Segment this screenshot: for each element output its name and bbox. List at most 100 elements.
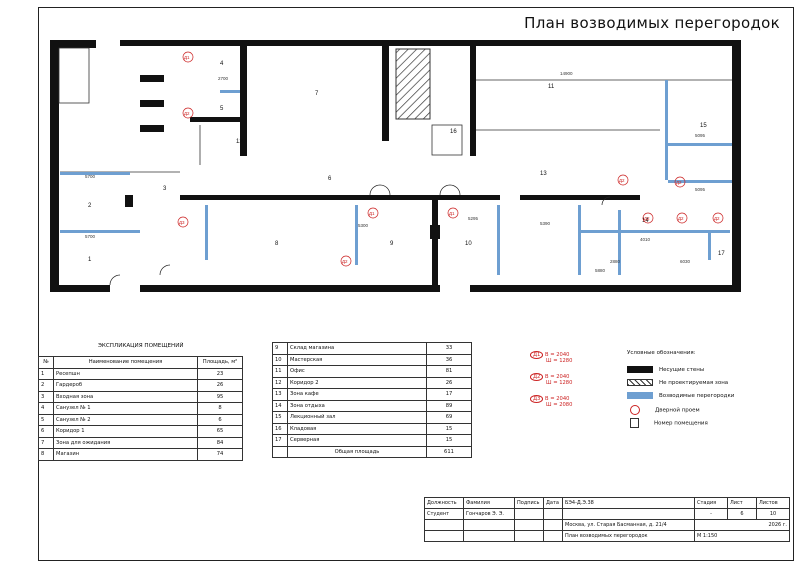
col-header: Наименование помещения [53, 356, 198, 369]
room-label: 15 [700, 123, 707, 129]
room-label: 12 [236, 139, 243, 145]
svg-text:Д3: Д3 [179, 220, 185, 225]
door-tag: Д1 [447, 207, 459, 219]
svg-text:6030: 6030 [680, 259, 691, 264]
svg-text:5295: 5295 [468, 216, 479, 221]
room-label: 11 [548, 84, 555, 90]
door-tag: Д2 [674, 176, 686, 188]
floor-plan: 1 2 3 4 5 6 7 8 9 10 11 12 13 14 15 16 1… [50, 40, 741, 292]
legend-item: Номер помещения [627, 418, 708, 428]
svg-text:14900: 14900 [560, 71, 573, 76]
svg-text:Д1: Д1 [369, 211, 375, 216]
svg-text:Д2: Д2 [619, 178, 625, 183]
hatched-zone [395, 48, 431, 120]
hatch-swatch [627, 379, 653, 386]
door-swings [109, 184, 611, 286]
legend-item: Не проектируемая зона [627, 379, 728, 386]
interior-lines [58, 47, 732, 173]
svg-text:2700: 2700 [218, 76, 229, 81]
room-label: 9 [390, 241, 394, 247]
svg-text:Д2: Д2 [342, 259, 348, 264]
svg-text:5880: 5880 [595, 268, 606, 273]
svg-text:Д1: Д1 [449, 211, 455, 216]
door-tag: Д2 [712, 212, 724, 224]
legend-item: Возводимые перегородки [627, 392, 734, 399]
door-tag: Д1 [182, 51, 194, 63]
svg-text:5390: 5390 [540, 221, 551, 226]
svg-text:Д2: Д2 [678, 216, 684, 221]
svg-text:Д2: Д2 [644, 216, 650, 221]
room-label: 10 [465, 241, 472, 247]
legend-item: Дверной проем [627, 405, 700, 415]
col-header: № [38, 356, 54, 369]
room-label: 5 [220, 106, 224, 112]
door-tag: Д2 [182, 107, 194, 119]
door-tag-icon [630, 405, 640, 415]
svg-text:5095: 5095 [695, 187, 706, 192]
room-labels: 1 2 3 4 5 6 7 8 9 10 11 12 13 14 15 16 1… [88, 61, 725, 263]
door-tag: Д2 [340, 255, 352, 267]
room-label: 7 [315, 91, 319, 97]
svg-text:5700: 5700 [85, 174, 96, 179]
room-label: 4 [220, 61, 224, 67]
room-label: 13 [540, 171, 547, 177]
room-label: 6 [328, 176, 332, 182]
svg-text:Д2: Д2 [184, 111, 190, 116]
drawing-frame [38, 7, 794, 561]
room-label: 16 [450, 129, 457, 135]
svg-text:Д2: Д2 [714, 216, 720, 221]
svg-text:5095: 5095 [695, 133, 706, 138]
svg-text:Д1: Д1 [184, 55, 190, 60]
room-label: 1 [88, 257, 92, 263]
sheet-title: План возводимых перегородок [524, 14, 780, 32]
door-tag: Д1 [367, 207, 379, 219]
room-label: 17 [718, 251, 725, 257]
partition-swatch [627, 392, 653, 399]
legend-title: Условные обозначения: [627, 350, 696, 356]
load-bearing-walls [50, 40, 741, 292]
svg-text:5300: 5300 [358, 223, 369, 228]
room-label: 8 [275, 241, 279, 247]
door-tag: Д2 [642, 212, 654, 224]
solid-wall-swatch [627, 366, 653, 373]
legend-item: Несущие стены [627, 366, 704, 373]
room-label: 2 [88, 203, 92, 209]
explication-caption: ЭКСПЛИКАЦИЯ ПОМЕЩЕНИЙ [98, 343, 184, 349]
svg-text:2880: 2880 [610, 259, 621, 264]
room-label: 3 [163, 186, 167, 192]
svg-text:5700: 5700 [85, 234, 96, 239]
door-tag: Д2 [617, 174, 629, 186]
erected-partitions [60, 80, 732, 275]
dimension-labels: 2700 5700 5700 5300 14900 5095 5095 5295… [85, 71, 706, 273]
room-label: 14 [642, 218, 649, 224]
svg-text:Д2: Д2 [676, 180, 682, 185]
legend: Условные обозначения: Несущие стены Не п… [627, 350, 787, 430]
door-tags: Д1 Д2 Д3 Д1 Д1 Д2 Д2 Д2 Д2 Д2 Д2 [177, 51, 724, 267]
title-block: Должность Фамилия Подпись Дата БЭ4-Д.Э.3… [424, 497, 790, 542]
col-header: Площадь, м² [197, 356, 243, 369]
svg-text:4010: 4010 [640, 237, 651, 242]
